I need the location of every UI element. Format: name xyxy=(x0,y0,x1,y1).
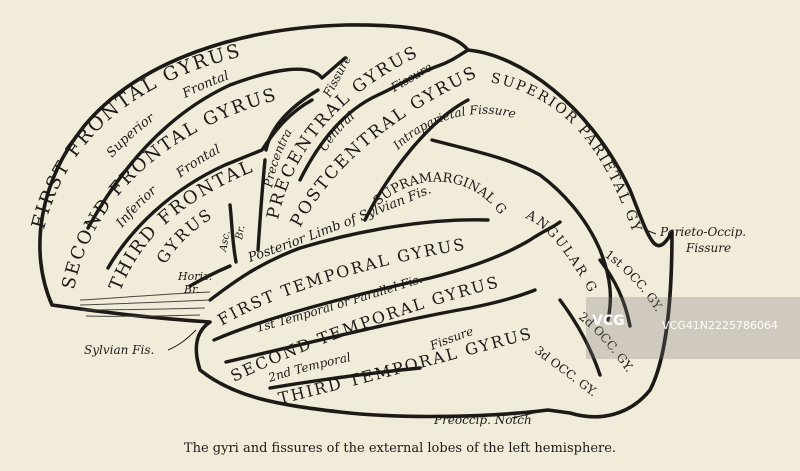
leader-lines xyxy=(167,229,657,419)
watermark-id: VCG41N2225786064 xyxy=(662,319,778,332)
brain-outline xyxy=(38,23,674,419)
parieto-occipital-label: Parieto-Occip. xyxy=(659,225,746,239)
ascending-ramus-label: Asc. xyxy=(218,230,233,254)
watermark: VCG VCG41N2225786064 xyxy=(586,297,800,359)
parieto-occipital-fissure-label: Fissure xyxy=(685,241,731,255)
sylvian-fissure-label: Sylvian Fis. xyxy=(84,343,154,357)
fissure-lines xyxy=(86,48,632,390)
watermark-logo: VCG xyxy=(592,313,625,329)
figure-caption: The gyri and fissures of the external lo… xyxy=(183,441,617,456)
horizontal-ramus-br-label: Br. xyxy=(183,283,200,296)
preoccipital-notch-label: Preoccip. Notch xyxy=(433,413,532,427)
sylvian-shading xyxy=(79,291,211,317)
horizontal-ramus-label: Horiz. xyxy=(177,270,212,283)
ascending-ramus-br-label: Br. xyxy=(234,225,247,242)
